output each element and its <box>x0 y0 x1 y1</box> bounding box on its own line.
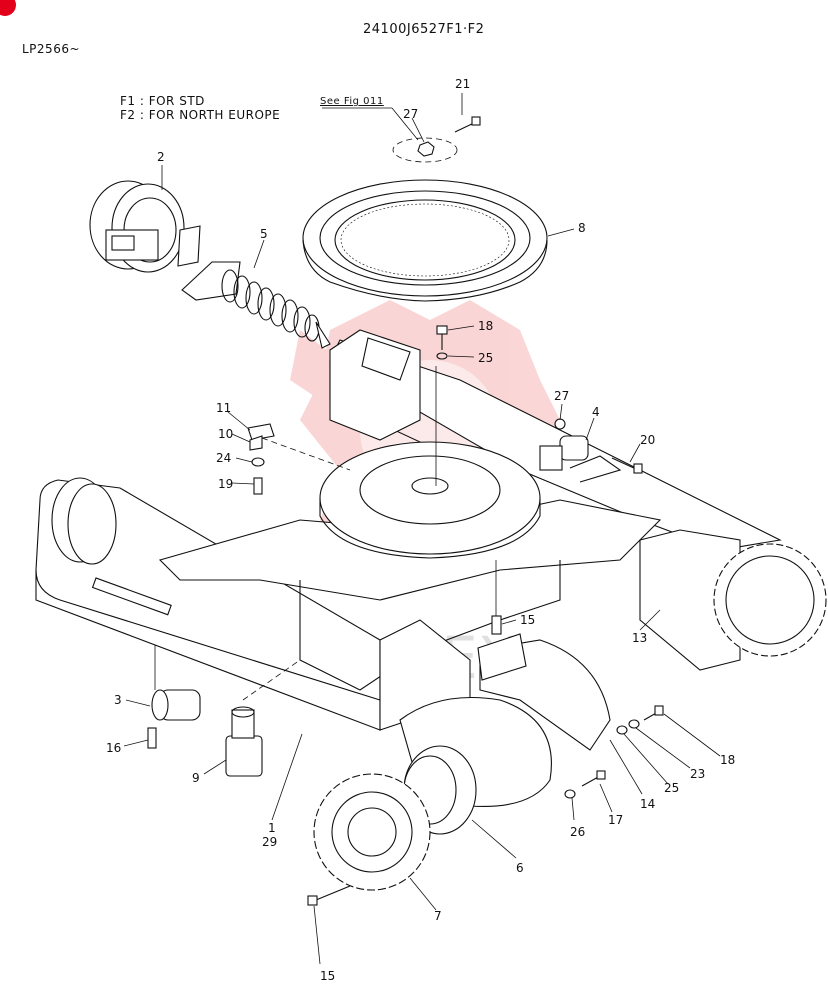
corner-marker-icon <box>0 0 16 16</box>
recoil-spring <box>181 261 331 349</box>
label-part-6: 6 <box>516 861 524 875</box>
label-part-15-upper: 15 <box>520 613 535 627</box>
drawing-number: 24100J6527F1·F2 <box>363 22 485 37</box>
label-part-21: 21 <box>455 77 470 91</box>
bolt-16 <box>147 727 157 749</box>
label-part-26: 26 <box>570 825 585 839</box>
label-part-3: 3 <box>114 693 122 707</box>
label-part-25-lower: 25 <box>664 781 679 795</box>
label-part-13: 13 <box>632 631 647 645</box>
label-part-19: 19 <box>218 477 233 491</box>
label-part-2: 2 <box>157 150 165 164</box>
label-part-10: 10 <box>218 427 233 441</box>
label-part-4: 4 <box>592 405 600 419</box>
see-fig-reference: See Fig 011 <box>320 96 384 107</box>
bolt-18-right <box>643 705 664 721</box>
label-part-9: 9 <box>192 771 200 785</box>
bolt-17 <box>581 770 606 787</box>
travel-motor-fitting <box>151 645 201 721</box>
idler-wheel <box>89 180 201 273</box>
label-part-7: 7 <box>434 909 442 923</box>
label-part-18-lower: 18 <box>720 753 735 767</box>
label-part-1: 1 <box>268 821 276 835</box>
washer-23-25 <box>616 719 640 735</box>
serial-range: LP2566~ <box>22 42 81 56</box>
label-part-14: 14 <box>640 797 655 811</box>
label-part-5: 5 <box>260 227 268 241</box>
legend-f1: F1 : FOR STD <box>120 94 205 108</box>
legend-f2: F2 : FOR NORTH EUROPE <box>120 108 281 122</box>
ring-nut <box>392 117 458 163</box>
track-frame <box>35 329 827 731</box>
bolt-20 <box>611 457 643 474</box>
label-part-23: 23 <box>690 767 705 781</box>
label-part-11: 11 <box>216 401 231 415</box>
label-part-8: 8 <box>578 221 586 235</box>
label-part-24: 24 <box>216 451 231 465</box>
part-number-labels: 1 29 2 3 4 5 6 7 8 9 10 11 13 14 15 15 1… <box>106 77 735 983</box>
label-part-20: 20 <box>640 433 655 447</box>
center-bolt <box>435 325 448 486</box>
label-part-27-upper: 27 <box>403 107 418 121</box>
label-part-17: 17 <box>608 813 623 827</box>
side-cover <box>477 633 611 751</box>
label-part-15-lower: 15 <box>320 969 335 983</box>
travel-motor-assembly <box>399 696 552 835</box>
label-part-25-upper: 25 <box>478 351 493 365</box>
bolt-15-center <box>491 560 502 635</box>
label-part-27-lower: 27 <box>554 389 569 403</box>
sprocket-bolt <box>307 885 351 906</box>
label-part-29: 29 <box>262 835 277 849</box>
swivel-clamp <box>539 435 622 483</box>
washer-26 <box>564 789 576 799</box>
nut-27-right <box>554 418 566 430</box>
swing-bearing-ring <box>302 179 548 302</box>
label-part-18-upper: 18 <box>478 319 493 333</box>
left-small-parts <box>247 423 351 495</box>
rotary-valve <box>225 659 301 777</box>
leader-lines <box>123 165 721 965</box>
ring-bolt <box>454 93 481 133</box>
label-part-16: 16 <box>106 741 121 755</box>
drive-sprocket <box>313 773 431 891</box>
